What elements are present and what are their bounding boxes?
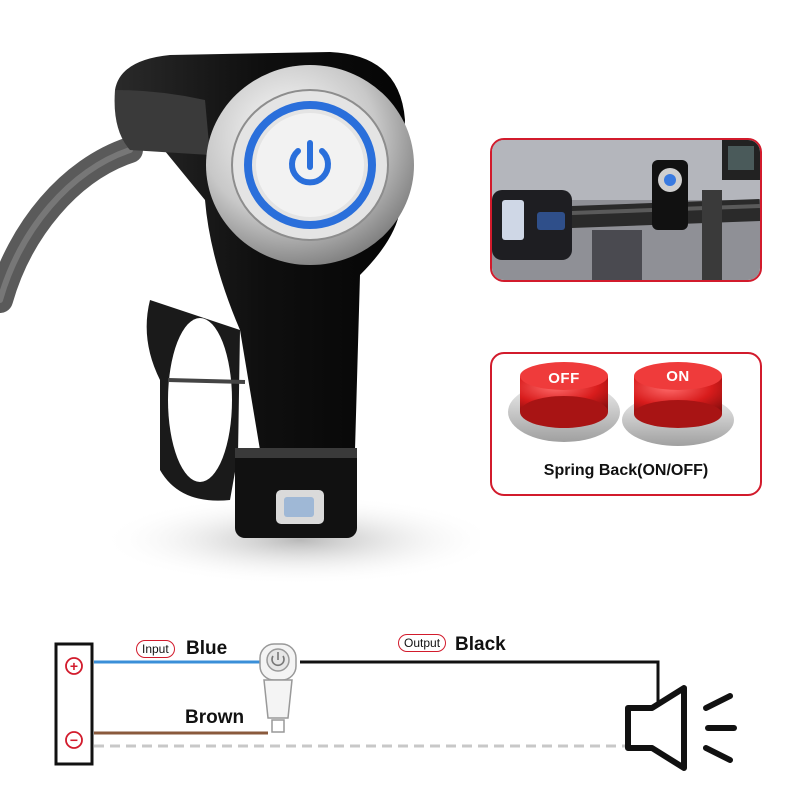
plus-icon	[65, 657, 83, 675]
output-tag: Output	[398, 634, 447, 652]
minus-icon	[65, 731, 83, 749]
wiring-diagram	[54, 642, 737, 771]
blue-wire-label: Blue	[186, 638, 228, 659]
input-tag: Input	[136, 640, 175, 658]
plus-symbol: +	[69, 658, 79, 674]
black-wire	[300, 660, 660, 706]
handlebar-photo	[492, 140, 760, 280]
minus-symbol: −	[69, 732, 79, 748]
switch-icon	[259, 643, 297, 733]
buttons-illustration	[508, 362, 734, 446]
on-button-label: ON	[666, 368, 690, 385]
spring-back-button-card: OFF ON Spring Back(ON/OFF)	[490, 352, 762, 496]
handlebar-photo-card	[490, 138, 762, 282]
brown-wire-label: Brown	[185, 707, 245, 728]
switch-product-image	[0, 52, 480, 585]
black-wire-label: Black	[455, 634, 506, 655]
spring-back-caption: Spring Back(ON/OFF)	[543, 462, 709, 479]
power-icon	[289, 140, 331, 186]
off-button-label: OFF	[548, 370, 580, 387]
speaker-icon	[625, 685, 737, 771]
